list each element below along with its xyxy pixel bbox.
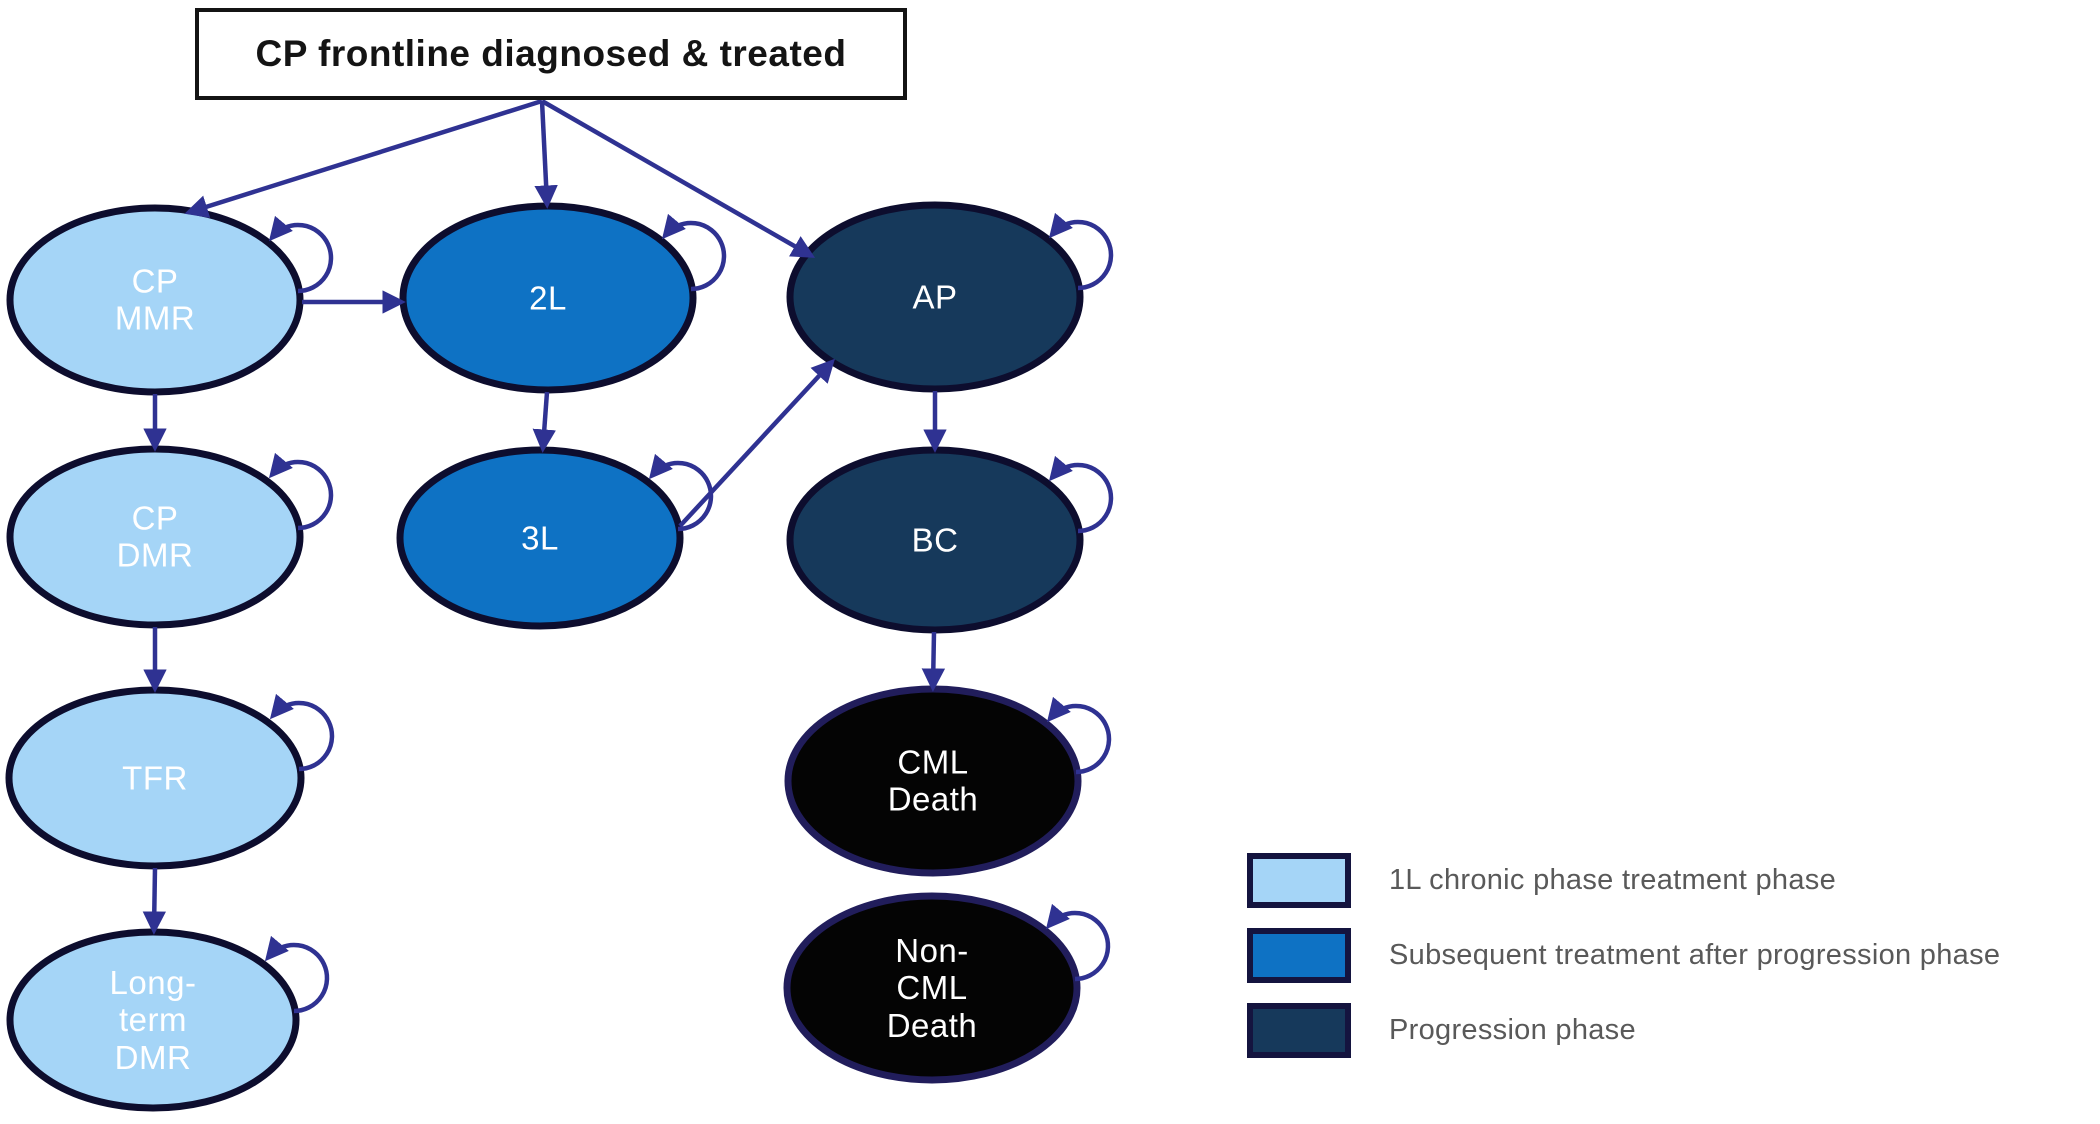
node-label-cml-death: CML Death — [887, 743, 979, 818]
node-label-bc: BC — [911, 521, 959, 559]
arrow-bc-to-cml-death — [921, 631, 946, 692]
legend-item-progression-phase: Progression phase — [1247, 1003, 2000, 1058]
node-ellipse-ap — [786, 201, 1084, 393]
legend-swatch-medium-blue — [1247, 928, 1351, 983]
self-loop-2l — [661, 213, 727, 292]
self-loop-bc — [1048, 455, 1114, 534]
legend-label: 1L chronic phase treatment phase — [1389, 864, 1837, 896]
node-label-non-cml-death: Non- CML Death — [886, 932, 978, 1044]
self-loop-ap — [1048, 212, 1114, 291]
arrow-frontline-to-2l — [534, 100, 558, 209]
self-loop-tfr — [269, 693, 335, 772]
node-ellipse-cp-mmr — [6, 204, 304, 396]
arrow-frontline-to-ap — [540, 99, 816, 258]
arrow-2l-to-3l — [532, 391, 556, 453]
self-loop-long-term-dmr — [264, 935, 330, 1014]
legend-swatch-dark-navy — [1247, 1003, 1351, 1058]
self-loop-cp-dmr — [268, 452, 334, 531]
legend: 1L chronic phase treatment phase Subsequ… — [1247, 853, 2000, 1078]
frontline-title-text: CP frontline diagnosed & treated — [255, 33, 847, 74]
legend-item-subsequent-treatment: Subsequent treatment after progression p… — [1247, 928, 2000, 983]
node-label-3l: 3L — [521, 519, 559, 557]
self-loop-3l — [648, 453, 714, 532]
legend-swatch-light-blue — [1247, 853, 1351, 908]
legend-label: Subsequent treatment after progression p… — [1389, 939, 2001, 971]
self-loop-non-cml-death — [1045, 903, 1111, 982]
legend-label: Progression phase — [1389, 1014, 1636, 1046]
node-label-2l: 2L — [529, 279, 567, 317]
self-loop-cml-death — [1046, 696, 1112, 775]
node-label-long-term-dmr: Long- term DMR — [109, 964, 197, 1076]
arrow-frontline-to-cp-mmr — [184, 98, 543, 218]
node-label-tfr: TFR — [122, 759, 188, 797]
node-label-cp-mmr: CP MMR — [114, 262, 196, 337]
arrow-tfr-to-long-term-dmr — [142, 867, 166, 935]
node-ellipse-non-cml-death — [783, 892, 1081, 1084]
frontline-title-box: CP frontline diagnosed & treated — [195, 8, 907, 100]
arrow-3l-to-ap — [678, 358, 835, 528]
self-loop-cp-mmr — [268, 215, 334, 294]
node-label-cp-dmr: CP DMR — [116, 499, 194, 574]
legend-item-1l-chronic-phase: 1L chronic phase treatment phase — [1247, 853, 2000, 908]
node-label-ap: AP — [912, 278, 958, 316]
